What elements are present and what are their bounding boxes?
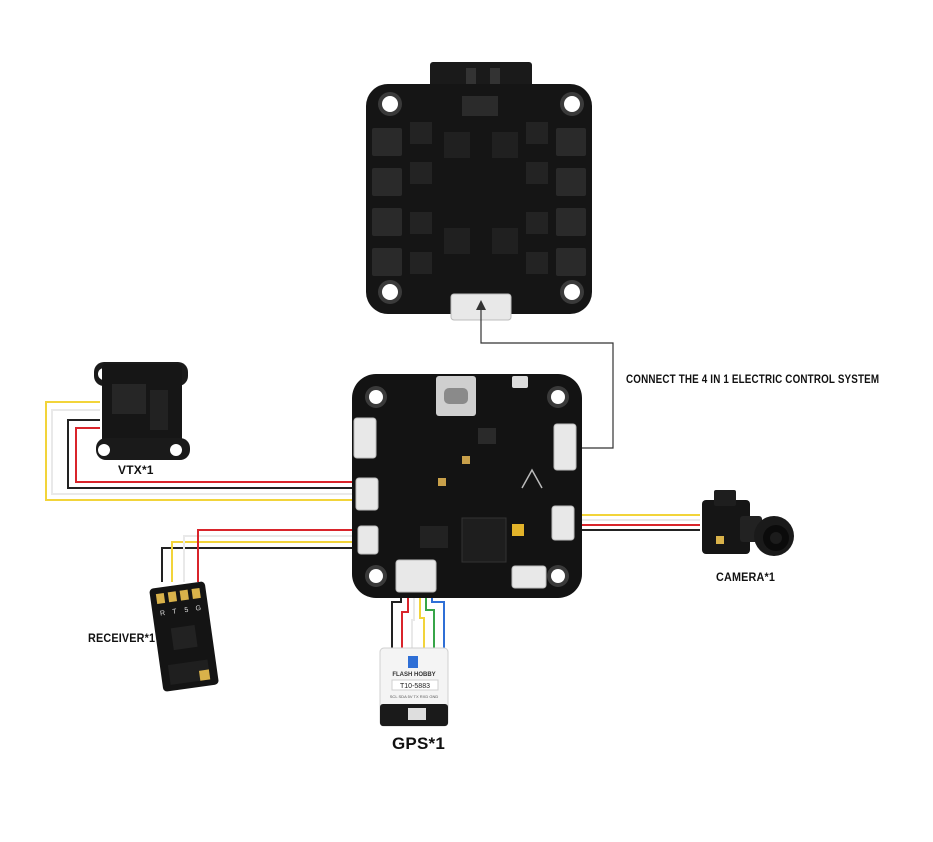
mcu-chip bbox=[461, 517, 507, 563]
esc-connection-line bbox=[480, 310, 614, 449]
gps-label: GPS*1 bbox=[392, 734, 445, 753]
camera-label: CAMERA*1 bbox=[716, 570, 776, 584]
receiver-pin-t: T bbox=[172, 608, 178, 616]
arrow-up-icon bbox=[476, 300, 486, 310]
esc-mounting-hole-br bbox=[560, 280, 584, 304]
flight-controller bbox=[352, 374, 582, 598]
gps-brand: FLASH HOBBY bbox=[392, 672, 435, 678]
vtx-label: VTX*1 bbox=[118, 463, 154, 477]
receiver-module: R T 5 G bbox=[149, 581, 219, 692]
fc-mounting-hole-tl bbox=[365, 386, 387, 408]
fc-connector-vtx bbox=[355, 477, 379, 511]
gps-model: T10-5883 bbox=[400, 683, 430, 690]
gps-wires bbox=[391, 594, 445, 650]
camera-wires bbox=[570, 514, 700, 531]
fc-connector-bottom-right bbox=[511, 565, 547, 589]
receiver-label: RECEIVER*1 bbox=[88, 631, 156, 645]
receiver-pin-r: R bbox=[160, 610, 166, 618]
fc-mounting-hole-br bbox=[547, 565, 569, 587]
fc-connector-left-top bbox=[353, 417, 377, 459]
receiver-pin-g: G bbox=[195, 605, 201, 613]
esc-mounting-hole-tr bbox=[560, 92, 584, 116]
receiver-wires bbox=[161, 529, 380, 582]
camera-module bbox=[702, 490, 794, 556]
flashhobby-logo-icon bbox=[408, 656, 418, 668]
fc-mounting-hole-bl bbox=[365, 565, 387, 587]
esc-mounting-hole-bl bbox=[378, 280, 402, 304]
receiver-pin-5: 5 bbox=[184, 607, 189, 614]
esc-board bbox=[366, 62, 592, 321]
fc-connector-gps bbox=[395, 559, 437, 593]
esc-mounting-hole-tl bbox=[378, 92, 402, 116]
gps-module: FLASH HOBBY T10-5883 SCL SDA 5V TX RXD G… bbox=[379, 647, 449, 727]
fc-connector-camera bbox=[551, 505, 575, 541]
vtx-wires bbox=[45, 401, 374, 501]
fc-mounting-hole-tr bbox=[547, 386, 569, 408]
gps-pins: SCL SDA 5V TX RXD GND bbox=[390, 694, 439, 699]
esc-connection-label: CONNECT THE 4 IN 1 ELECTRIC CONTROL SYST… bbox=[626, 372, 880, 386]
fc-connector-receiver bbox=[357, 525, 379, 555]
vtx-module bbox=[94, 362, 190, 460]
fc-connector-esc bbox=[553, 423, 577, 471]
boot-button bbox=[512, 376, 528, 388]
